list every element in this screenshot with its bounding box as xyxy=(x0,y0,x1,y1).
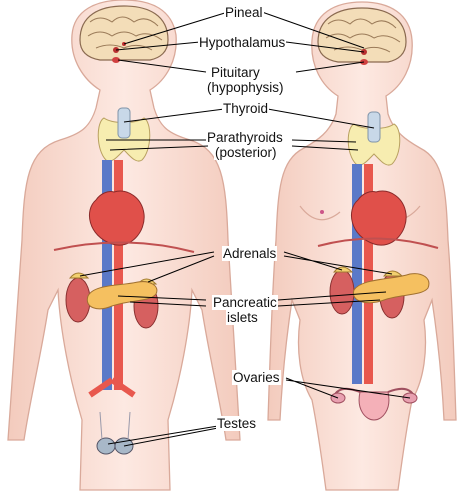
male-iliac xyxy=(88,377,136,398)
label-pancreatic: Pancreatic xyxy=(212,295,278,310)
male-adrenal-left xyxy=(68,272,90,279)
female-kidney-left xyxy=(329,269,355,315)
female-uterus xyxy=(358,391,390,421)
female-thyroid xyxy=(347,123,401,166)
male-pituitary xyxy=(112,57,120,63)
male-vena-cava xyxy=(102,160,112,390)
male-trachea xyxy=(117,107,131,139)
label-hypothalamus: Hypothalamus xyxy=(198,35,287,50)
female-adrenal-left xyxy=(332,266,354,273)
female-vena-cava xyxy=(352,164,362,384)
male-diaphragm xyxy=(53,241,195,253)
label-thyroid: Thyroid xyxy=(222,101,270,116)
label-ovaries: Ovaries xyxy=(232,370,281,385)
female-diaphragm xyxy=(317,237,439,249)
label-pituitary: Pituitary xyxy=(210,65,261,80)
label-testes: Testes xyxy=(216,416,258,431)
male-brain-folds xyxy=(87,16,163,51)
female-pancreas xyxy=(352,273,430,304)
label-pancreatic-sub: islets xyxy=(226,310,259,325)
label-parathyroids: Parathyroids xyxy=(206,130,284,145)
label-parathyroids-sub: (posterior) xyxy=(214,145,278,160)
male-heart xyxy=(88,190,145,246)
male-figure xyxy=(7,0,241,491)
label-pituitary-sub: (hypophysis) xyxy=(206,80,285,95)
female-heart xyxy=(350,190,407,246)
female-figure xyxy=(267,1,457,491)
leader-lines xyxy=(79,11,411,447)
label-pineal: Pineal xyxy=(224,5,264,20)
male-kidney-left xyxy=(65,277,91,323)
male-pancreas xyxy=(86,281,158,310)
female-aorta xyxy=(364,164,373,384)
male-aorta xyxy=(114,160,123,390)
male-testis-left xyxy=(96,437,116,455)
label-adrenals: Adrenals xyxy=(222,246,278,261)
